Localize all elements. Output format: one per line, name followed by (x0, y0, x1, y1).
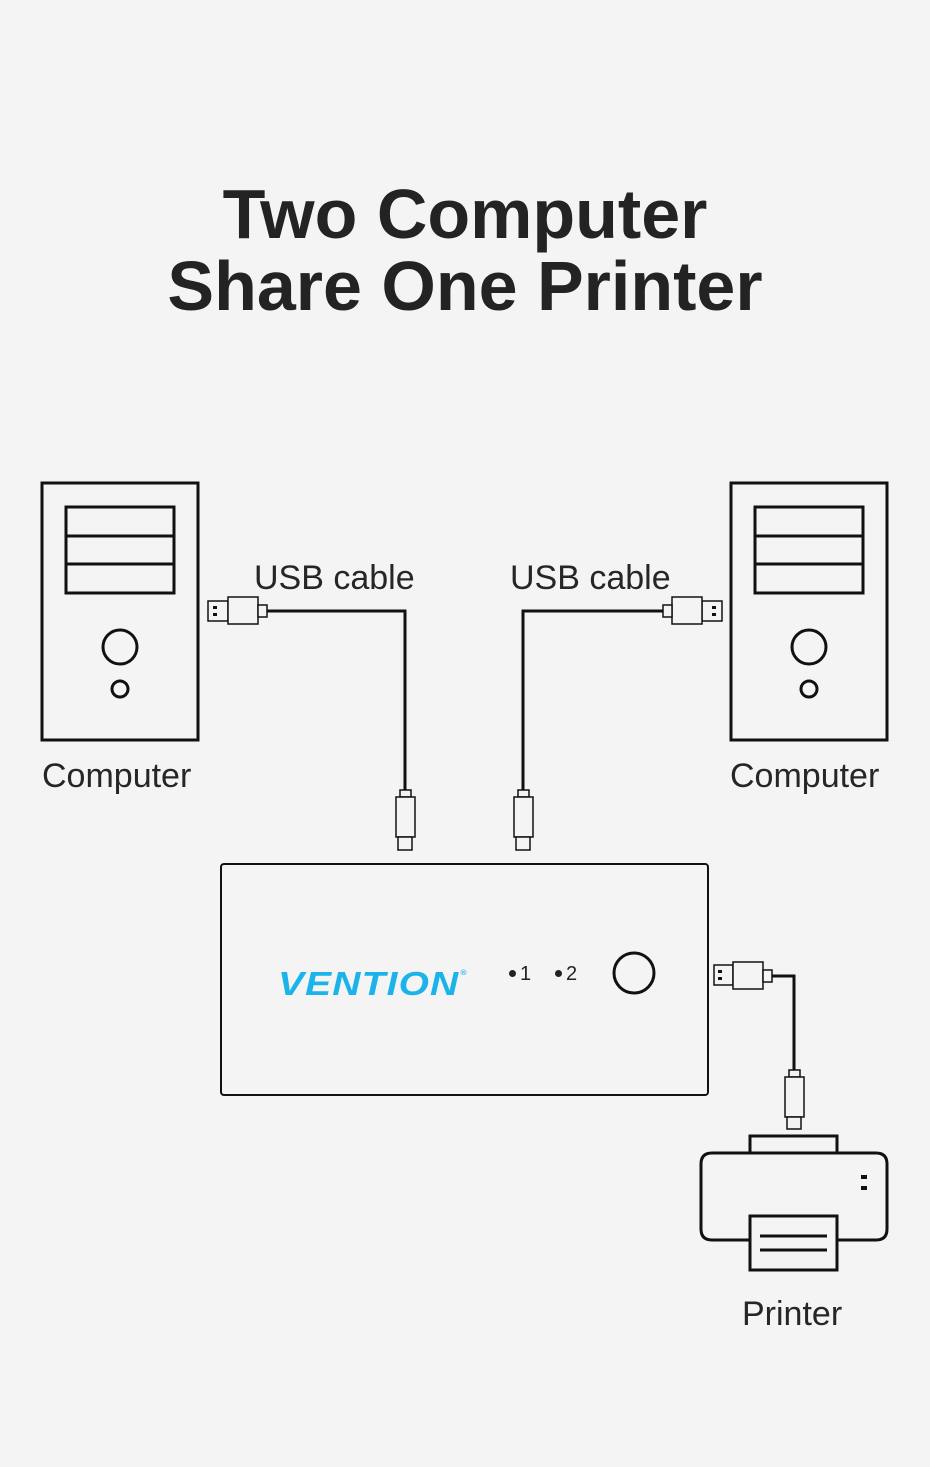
usb-cable-left (207, 596, 416, 851)
usb-cable-label-left: USB cable (254, 559, 415, 597)
computer-tower-icon-left (40, 481, 200, 742)
printer-icon (699, 1134, 889, 1272)
computer-label-right: Computer (730, 757, 880, 795)
usb-cable-printer (713, 961, 805, 1130)
computer-label-left: Computer (42, 757, 192, 795)
led-indicator-1: 1 (509, 962, 531, 986)
usb-cable-label-right: USB cable (510, 559, 671, 597)
title-line-1: Two Computer (222, 175, 708, 253)
power-button-icon (612, 951, 656, 995)
computer-tower-icon-right (729, 481, 889, 742)
led-indicator-2: 2 (555, 962, 577, 986)
vention-logo: VENTION® (278, 965, 468, 1002)
brand-name: VENTION (278, 965, 460, 1002)
printer-label: Printer (742, 1295, 843, 1333)
title-line-2: Share One Printer (167, 247, 763, 325)
diagram-title: Two Computer Share One Printer (0, 178, 930, 322)
usb-switch-box (220, 863, 709, 1096)
usb-cable-right (513, 596, 723, 851)
